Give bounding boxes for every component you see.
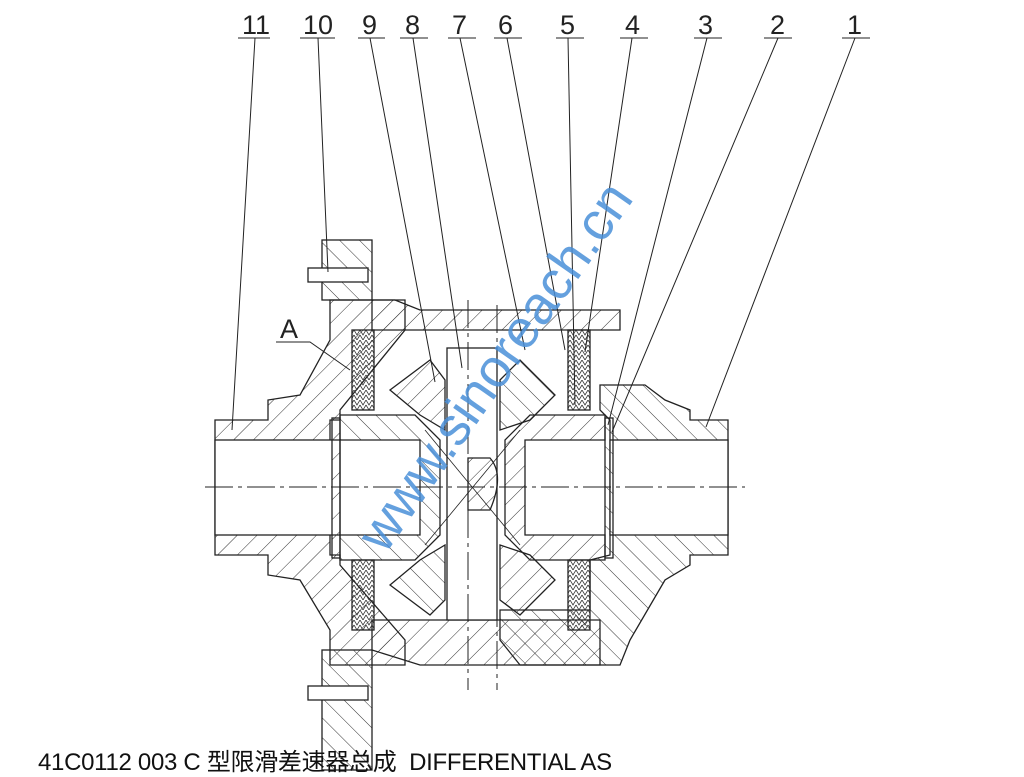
- pinion-gear-bottom-right: [499, 544, 556, 616]
- callout-5: 5: [560, 10, 575, 40]
- clutch-pack-left-top: [351, 329, 375, 411]
- callouts: 11 10 9 8 7 6 5 4 3 2 1 A: [242, 10, 862, 344]
- centerlines: [205, 300, 745, 690]
- pinion-gear-bottom-left: [388, 543, 446, 616]
- callout-9: 9: [362, 10, 377, 40]
- callout-2: 2: [770, 10, 785, 40]
- callout-3: 3: [698, 10, 713, 40]
- shaft-pin: [467, 457, 499, 511]
- callout-8: 8: [405, 10, 420, 40]
- callout-7: 7: [452, 10, 467, 40]
- drawing-caption: 41C0112 003 C 型限滑差速器总成 DIFFERENTIAL AS: [38, 749, 612, 776]
- callout-1: 1: [847, 10, 862, 40]
- bolt: [307, 267, 369, 283]
- pinion-gear-top-right: [499, 359, 556, 431]
- clutch-pack-left-bottom: [351, 559, 375, 631]
- callout-4: 4: [625, 10, 640, 40]
- callout-11: 11: [242, 10, 270, 40]
- leader-lines: [231, 37, 870, 433]
- callout-10: 10: [303, 10, 333, 40]
- pinion-gear-top-left: [388, 359, 446, 432]
- top-cover: [371, 299, 621, 331]
- bottom-body: [371, 619, 601, 666]
- section-label-a: A: [280, 314, 298, 344]
- housing: [214, 239, 729, 771]
- clutch-pack-right-bottom: [567, 559, 591, 631]
- callout-6: 6: [498, 10, 513, 40]
